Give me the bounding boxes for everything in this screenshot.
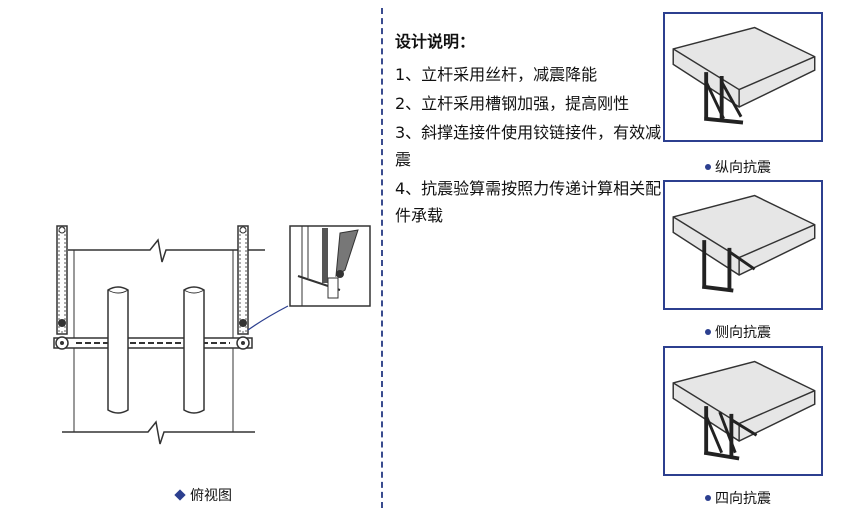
- right-upright: [237, 225, 249, 335]
- top-view-caption-text: 俯视图: [190, 488, 232, 504]
- longitudinal-seismic-panel: [663, 12, 823, 142]
- panel-caption-text: 四向抗震: [715, 491, 771, 507]
- top-view-caption: 俯视图: [174, 485, 232, 505]
- lower-wall-line: [62, 420, 255, 445]
- diamond-bullet-icon: [174, 489, 186, 501]
- four-direction-seismic-panel: [663, 346, 823, 476]
- four-direction-seismic-illustration: [672, 360, 816, 461]
- lateral-seismic-panel: [663, 180, 823, 310]
- panel-caption-text: 侧向抗震: [715, 325, 771, 341]
- lateral-seismic-illustration: [672, 194, 816, 293]
- pipe-left: [107, 286, 129, 414]
- upper-wall-line: [68, 238, 265, 263]
- hinge-detail-inset: [289, 225, 371, 307]
- panel-caption-text: 纵向抗震: [715, 160, 771, 176]
- design-note-item: 1、立杆采用丝杆，减震降能: [395, 65, 598, 84]
- dot-bullet-icon: [705, 495, 711, 501]
- design-note-item: 2、立杆采用槽钢加强，提高刚性: [395, 94, 630, 113]
- lateral-seismic-caption: 侧向抗震: [705, 322, 771, 342]
- dashed-divider: [381, 8, 383, 508]
- longitudinal-seismic-illustration: [672, 26, 816, 125]
- detail-leader-line: [247, 305, 289, 331]
- longitudinal-seismic-caption: 纵向抗震: [705, 157, 771, 177]
- design-note-item: 3、斜撑连接件使用铰链接件，有效减震: [395, 123, 662, 169]
- design-note-item: 4、抗震验算需按照力传递计算相关配件承载: [395, 179, 662, 225]
- design-notes-title: 设计说明：: [395, 32, 476, 51]
- four-direction-seismic-caption: 四向抗震: [705, 488, 771, 508]
- top-view-drawing: [53, 225, 371, 445]
- pipe-right: [183, 286, 205, 414]
- channel-beam: [53, 336, 253, 350]
- dot-bullet-icon: [705, 329, 711, 335]
- left-upright: [56, 225, 68, 335]
- dot-bullet-icon: [705, 164, 711, 170]
- design-notes: 设计说明： 1、立杆采用丝杆，减震降能 2、立杆采用槽钢加强，提高刚性 3、斜撑…: [395, 28, 663, 231]
